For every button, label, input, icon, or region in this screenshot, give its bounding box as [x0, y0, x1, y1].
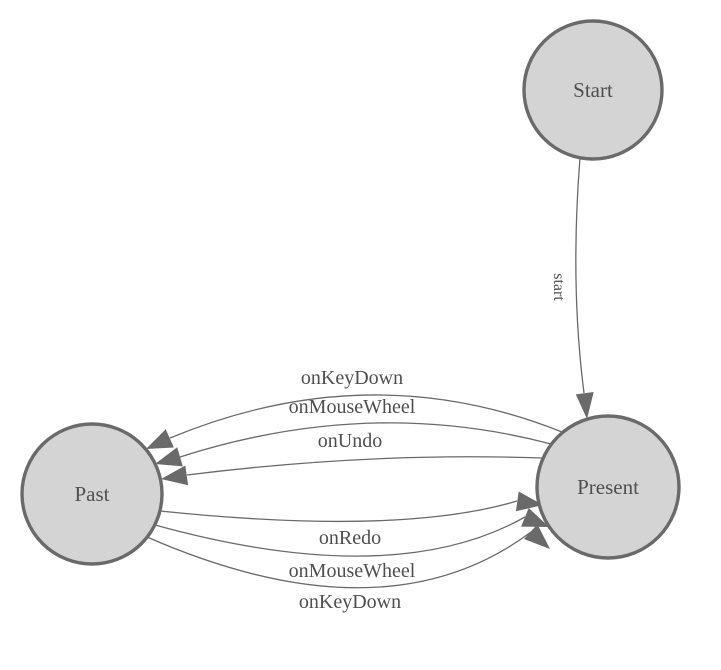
node-present: Present: [535, 414, 681, 560]
edge-onredo-line: [159, 500, 518, 523]
edge-label-onkeydown-bottom: onKeyDown: [299, 591, 401, 613]
node-past-label: Past: [74, 482, 109, 506]
edge-label-start: start: [550, 273, 567, 301]
arrowhead-onredo-to-present: [515, 491, 543, 512]
node-start: Start: [522, 19, 664, 161]
node-present-label: Present: [577, 475, 639, 499]
node-past: Past: [20, 422, 164, 566]
edge-past-to-present-onredo: onRedo: [159, 491, 543, 549]
node-start-circle: [522, 19, 664, 161]
arrowhead-onmousewheel-to-past: [155, 447, 183, 467]
arrowhead-onundo-to-past: [161, 465, 189, 486]
arrowhead-onkeydown-to-present: [524, 524, 550, 549]
edge-present-to-past-onkeydown: onKeyDown: [146, 367, 563, 449]
edge-onmousewheel-bottom-line: [154, 516, 526, 557]
edge-start-line: [575, 157, 585, 394]
edge-label-onmousewheel-top: onMouseWheel: [289, 396, 416, 418]
edge-label-onmousewheel-bottom: onMouseWheel: [289, 560, 416, 582]
edge-start-to-present: start: [550, 157, 594, 419]
edge-past-to-present-onkeydown: onKeyDown: [146, 524, 550, 613]
node-present-circle: [535, 414, 681, 560]
node-start-label: Start: [573, 78, 613, 102]
arrowhead-onkeydown-to-past: [146, 429, 174, 449]
edge-past-to-present-onmousewheel: onMouseWheel: [154, 508, 549, 582]
node-past-circle: [20, 422, 164, 566]
edge-onkeydown-top-line: [169, 394, 563, 439]
edge-present-to-past-onmousewheel: onMouseWheel: [155, 396, 552, 467]
arrowhead-start-to-present: [575, 392, 594, 419]
edge-onundo-line: [186, 456, 543, 476]
edge-label-onundo: onUndo: [318, 430, 382, 452]
edge-onkeydown-bottom-line: [146, 531, 532, 589]
arrowhead-onmousewheel-to-present: [521, 508, 549, 527]
edge-label-onkeydown-top: onKeyDown: [301, 367, 403, 389]
edge-label-onredo: onRedo: [319, 527, 381, 549]
edge-onmousewheel-top-line: [179, 422, 552, 458]
edge-present-to-past-onundo: onUndo: [161, 430, 543, 486]
